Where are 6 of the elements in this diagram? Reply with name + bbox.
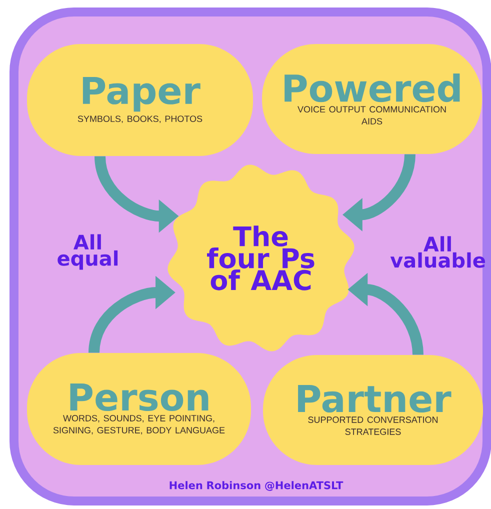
rounded-box: Partner SUPPORTED CONVERSATION STRATEGIES (263, 355, 483, 465)
rounded-box: Powered VOICE OUTPUT COMMUNICATION AIDS (262, 44, 482, 154)
credit-text: Helen Robinson @HelenATSLT (170, 481, 344, 491)
side-label: All equal (58, 234, 118, 270)
rounded-box: Person WORDS, SOUNDS, EYE POINTING, SIGNING, GESTURE, BODY LANGUAGE (27, 353, 251, 465)
side-label: All valuable (390, 236, 485, 268)
